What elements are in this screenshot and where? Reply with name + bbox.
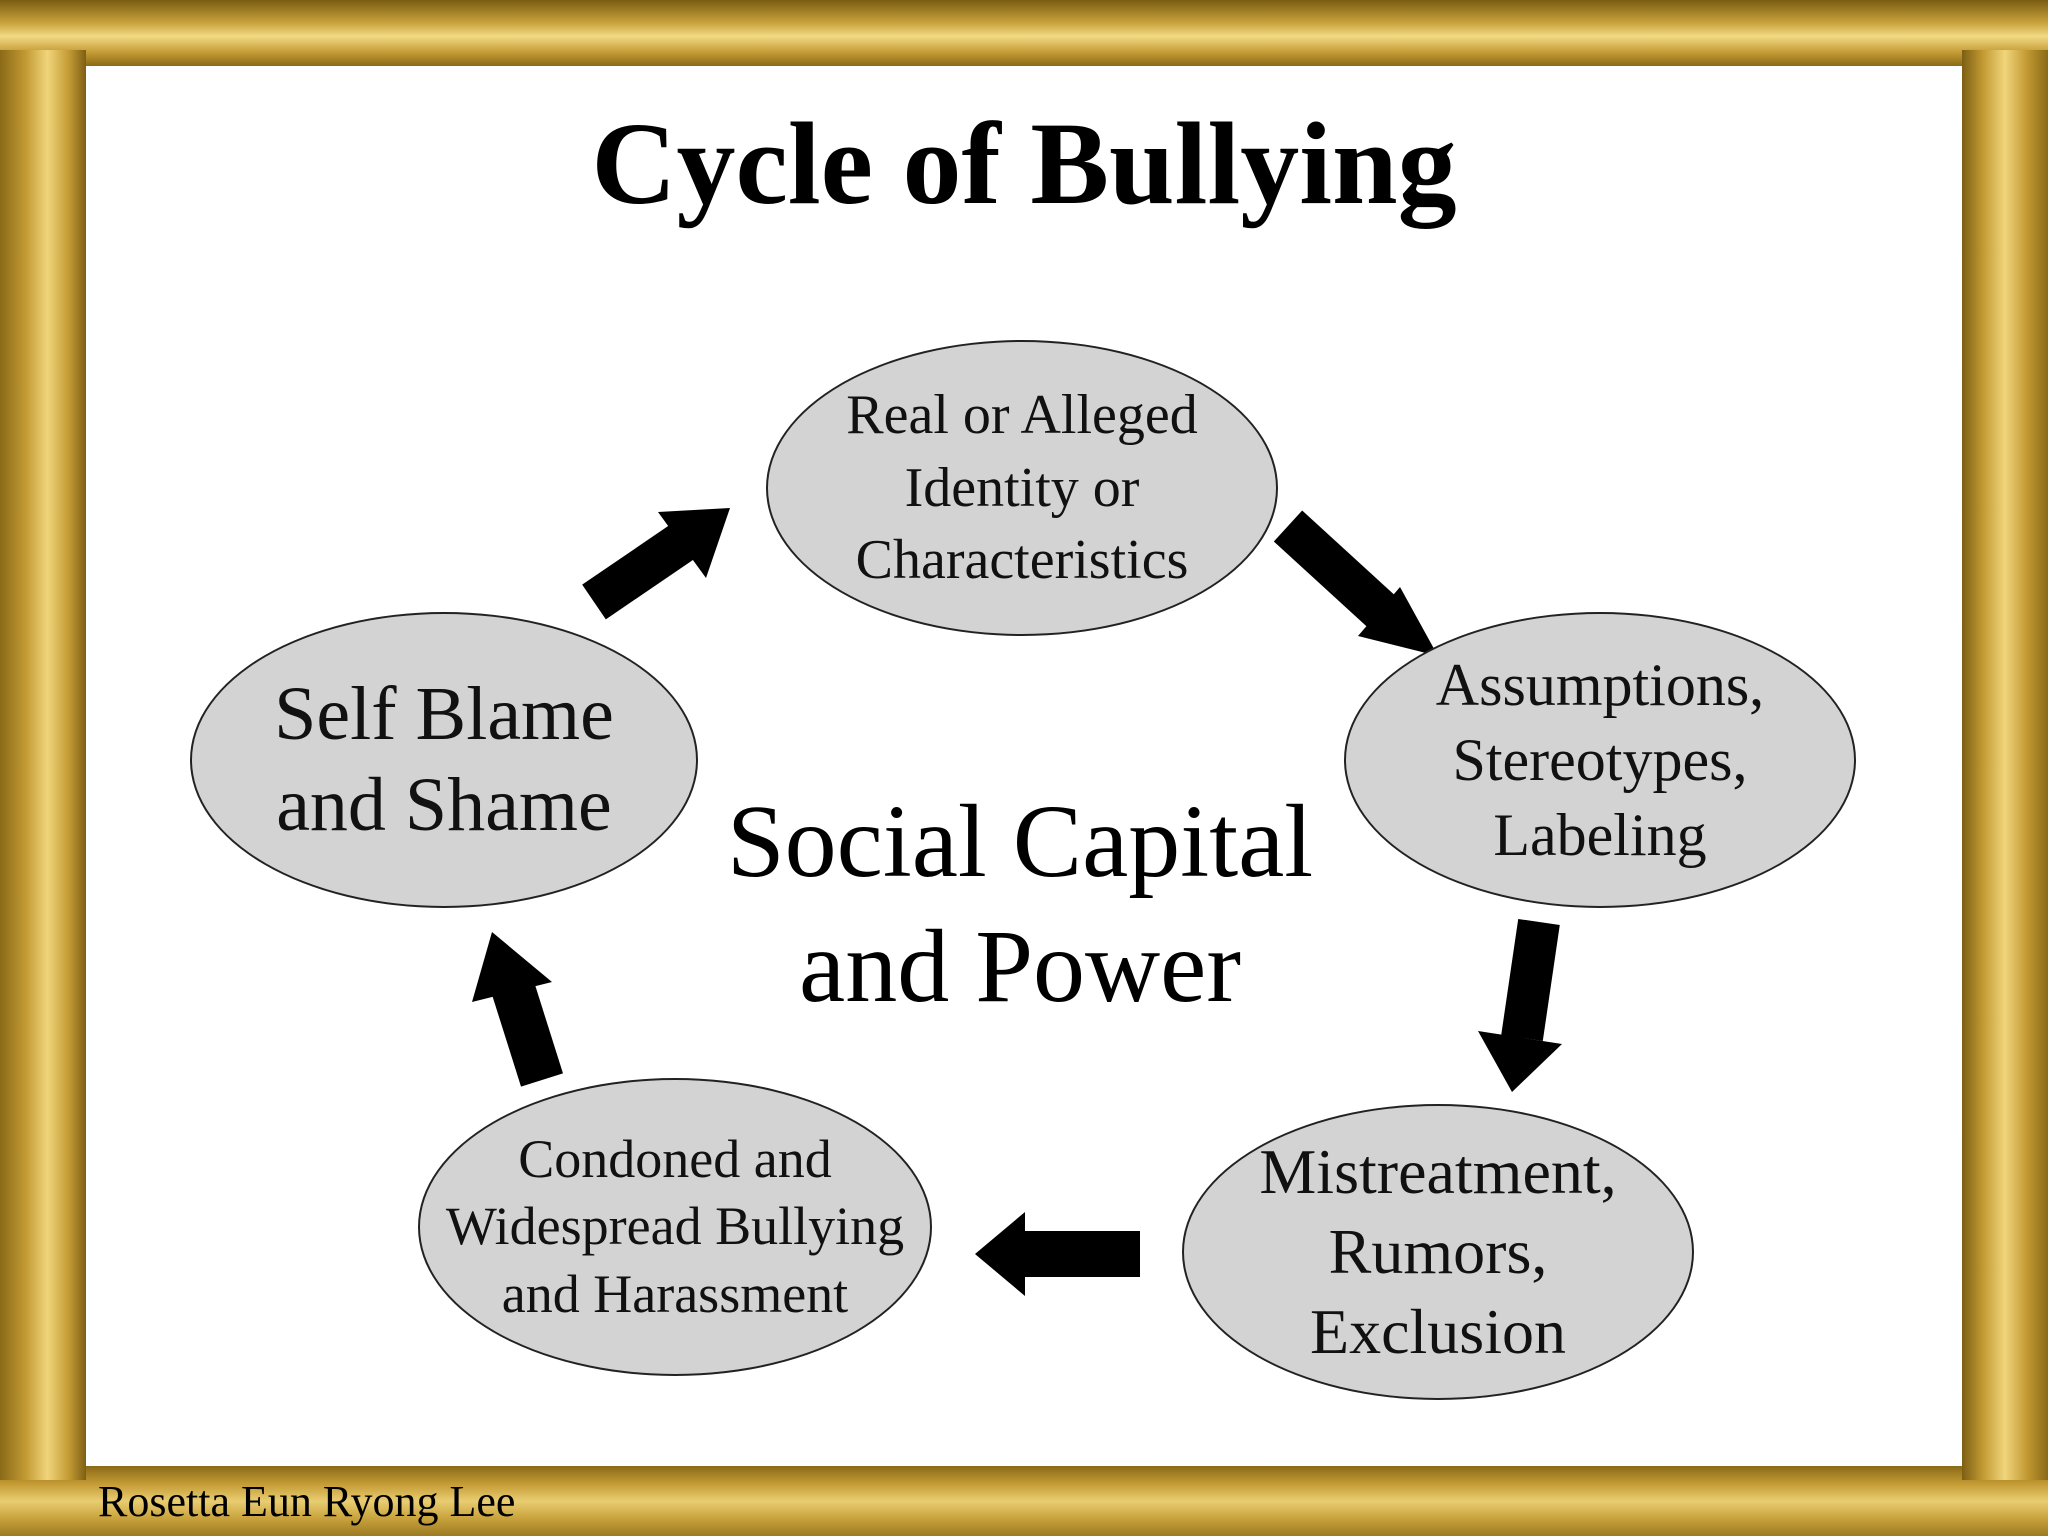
arrow-assumptions-to-mistreatment	[1478, 918, 1562, 1092]
node-mistreatment: Mistreatment, Rumors, Exclusion	[1182, 1104, 1694, 1400]
frame-top-border	[0, 0, 2048, 66]
node-assumptions-label: Assumptions, Stereotypes, Labeling	[1435, 651, 1765, 868]
arrow-selfblame-to-identity	[582, 508, 730, 620]
node-selfblame-label: Self Blame and Shame	[274, 671, 614, 847]
node-selfblame: Self Blame and Shame	[190, 612, 698, 908]
frame-left-border	[0, 50, 86, 1480]
node-assumptions: Assumptions, Stereotypes, Labeling	[1344, 612, 1856, 908]
author-credit: Rosetta Eun Ryong Lee	[98, 1477, 516, 1526]
arrow-condoned-to-selfblame	[472, 932, 563, 1087]
node-identity-label: Real or Alleged Identity or Characterist…	[846, 383, 1198, 592]
arrow-mistreatment-to-condoned	[975, 1212, 1140, 1296]
node-condoned-label: Condoned and Widespread Bullying and Har…	[445, 1128, 905, 1324]
frame-right-border	[1962, 50, 2048, 1480]
node-identity: Real or Alleged Identity or Characterist…	[766, 340, 1278, 636]
center-label: Social Capital and Power	[726, 784, 1314, 1024]
frame-bottom-border	[0, 1466, 2048, 1536]
diagram-title: Cycle of Bullying	[591, 98, 1457, 229]
node-mistreatment-label: Mistreatment, Rumors, Exclusion	[1259, 1136, 1617, 1367]
node-condoned: Condoned and Widespread Bullying and Har…	[418, 1078, 932, 1376]
arrow-identity-to-assumptions	[1273, 510, 1438, 656]
